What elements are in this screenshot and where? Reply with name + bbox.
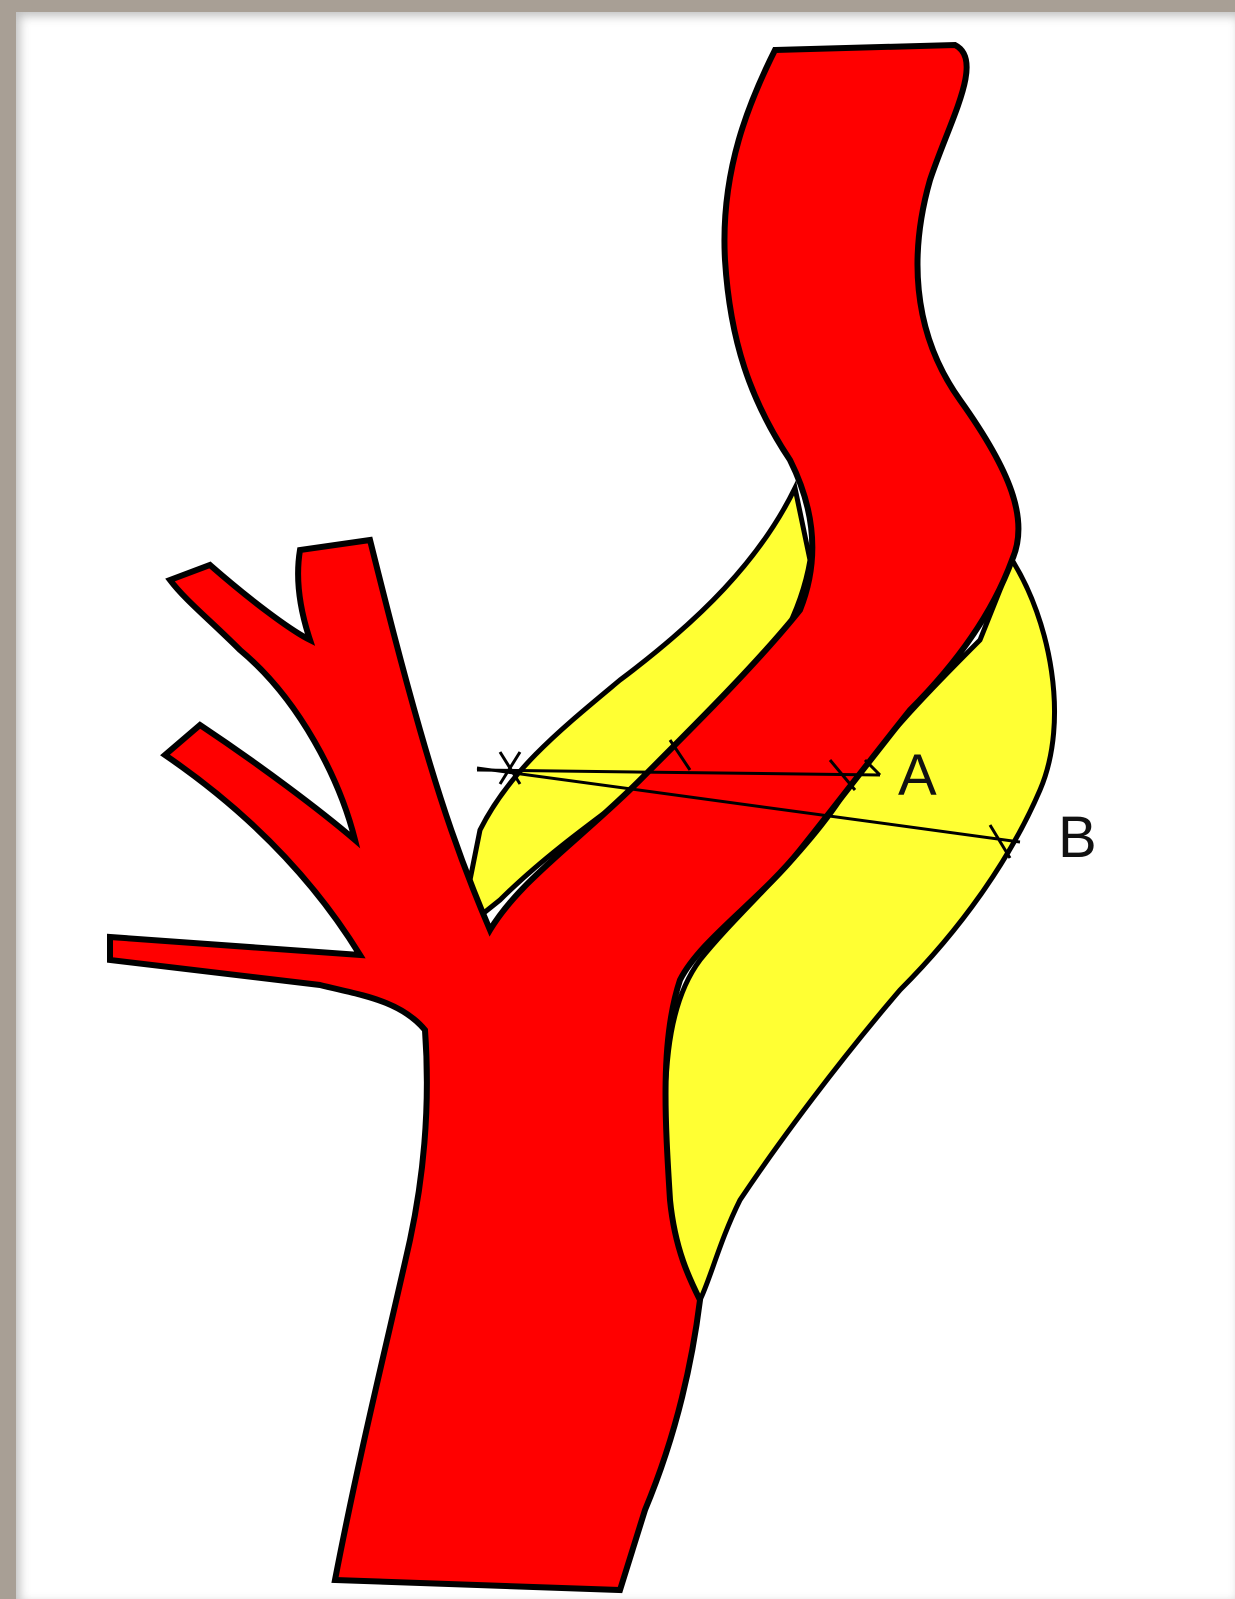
label-b: B [1058,805,1097,870]
label-a: A [898,743,937,808]
